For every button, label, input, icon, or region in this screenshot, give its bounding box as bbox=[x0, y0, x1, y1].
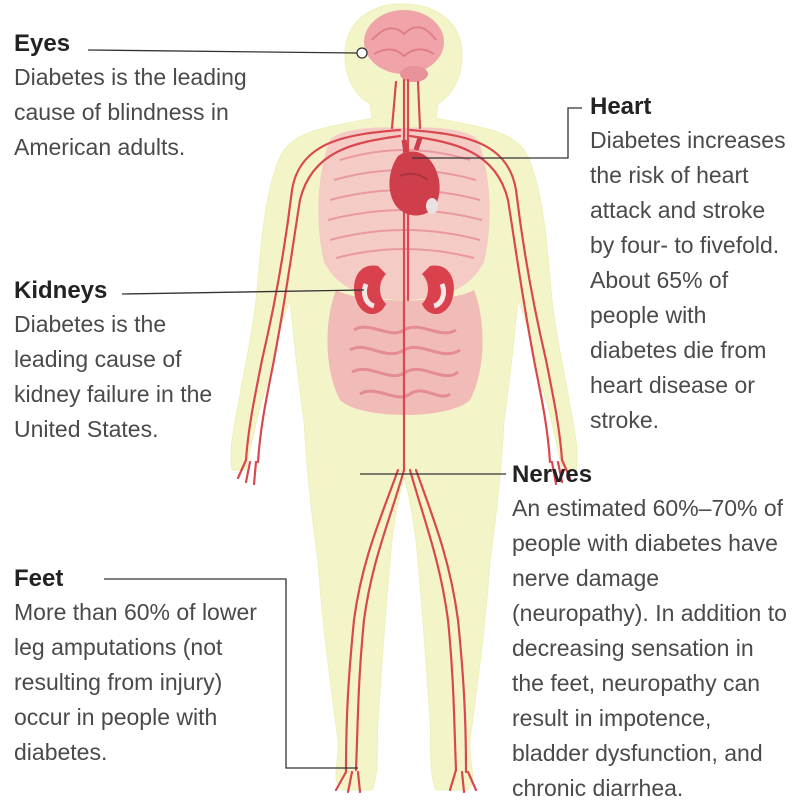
feet-callout: Feet More than 60% of lower leg amputati… bbox=[14, 565, 274, 770]
heart-callout: Heart Diabetes increases the risk of hea… bbox=[590, 93, 790, 438]
nerves-title: Nerves bbox=[512, 461, 792, 489]
eyes-text: Diabetes is the leading cause of blindne… bbox=[14, 60, 304, 165]
nerves-text: An estimated 60%–70% of people with diab… bbox=[512, 491, 792, 806]
kidneys-text: Diabetes is the leading cause of kidney … bbox=[14, 307, 229, 447]
eyes-title: Eyes bbox=[14, 30, 304, 58]
heart-title: Heart bbox=[590, 93, 790, 121]
eyes-callout: Eyes Diabetes is the leading cause of bl… bbox=[14, 30, 304, 165]
eye-marker bbox=[357, 48, 367, 58]
feet-text: More than 60% of lower leg amputations (… bbox=[14, 595, 274, 770]
nerves-callout: Nerves An estimated 60%–70% of people wi… bbox=[512, 461, 792, 806]
heart-text: Diabetes increases the risk of heart att… bbox=[590, 123, 790, 438]
kidneys-title: Kidneys bbox=[14, 277, 229, 305]
kidneys-callout: Kidneys Diabetes is the leading cause of… bbox=[14, 277, 229, 447]
feet-title: Feet bbox=[14, 565, 274, 593]
